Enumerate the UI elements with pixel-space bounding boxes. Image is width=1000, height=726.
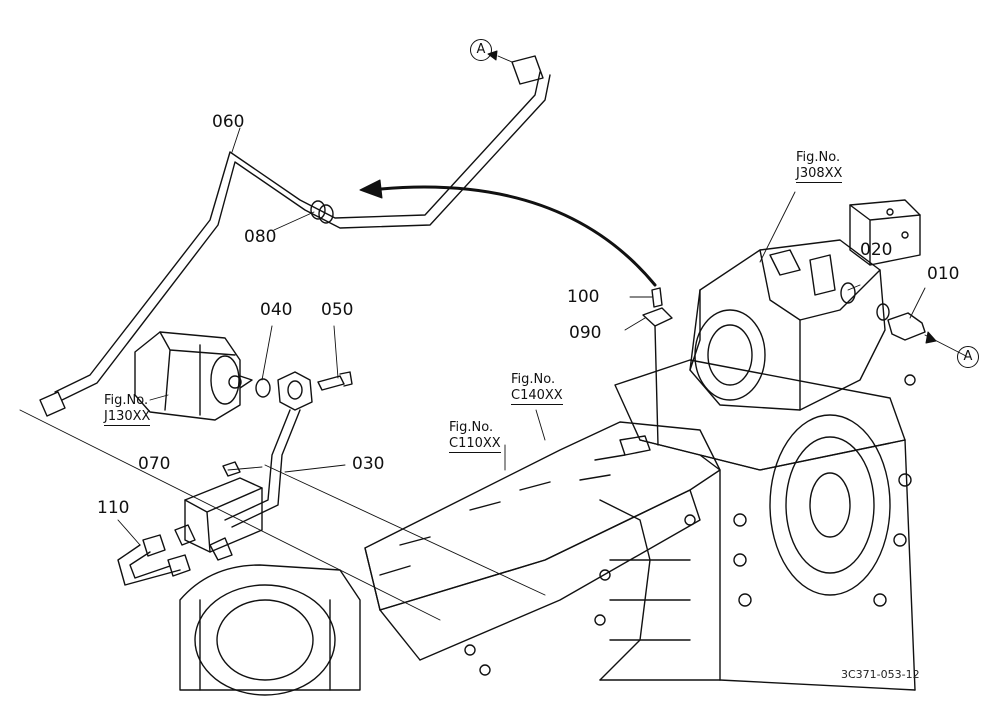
distributor-block: [174, 461, 263, 561]
figure-ref-c140-line1: Fig.No.: [511, 372, 556, 387]
bolt-050: [317, 371, 353, 391]
figure-ref-c110-code: C110XX: [449, 436, 501, 454]
part-label-060: 060: [212, 112, 245, 132]
figure-ref-c110: Fig.No. C110XX: [449, 420, 501, 454]
hydraulic-pump: [134, 331, 253, 421]
fitting-010: [840, 282, 926, 341]
flange-030: [277, 371, 313, 411]
part-label-020: 020: [860, 240, 893, 260]
pipe-030: [224, 409, 301, 528]
figure-ref-j130-line1: Fig.No.: [104, 393, 149, 408]
part-label-080: 080: [244, 227, 277, 247]
part-label-090: 090: [569, 323, 602, 343]
transmission-housing: [179, 359, 916, 696]
drawing-reference-number: 3C371-053-12: [841, 668, 920, 681]
figure-ref-j308-code: J308XX: [796, 166, 843, 184]
clip-090: [642, 287, 673, 446]
pipe-060: [39, 55, 551, 417]
routing-arrow: [368, 185, 657, 287]
connector-a-top: A: [470, 39, 492, 61]
part-label-100: 100: [567, 287, 600, 307]
leader-lines: [19, 55, 967, 621]
part-label-040: 040: [260, 300, 293, 320]
figure-ref-j308-line1: Fig.No.: [796, 150, 841, 165]
part-label-050: 050: [321, 300, 354, 320]
part-label-110: 110: [97, 498, 130, 518]
o-ring-040: [255, 378, 271, 398]
figure-ref-c140: Fig.No. C140XX: [511, 372, 563, 406]
figure-ref-j308: Fig.No. J308XX: [796, 150, 843, 184]
part-label-030: 030: [352, 454, 385, 474]
hydraulic-block: [689, 199, 921, 411]
part-label-070: 070: [138, 454, 171, 474]
figure-ref-c140-code: C140XX: [511, 388, 563, 406]
figure-ref-j130: Fig.No. J130XX: [104, 393, 151, 427]
part-label-010: 010: [927, 264, 960, 284]
connector-a-right: A: [957, 346, 979, 368]
figure-ref-j130-code: J130XX: [104, 409, 151, 427]
figure-ref-c110-line1: Fig.No.: [449, 420, 494, 435]
u-pipe-110: [117, 534, 191, 586]
